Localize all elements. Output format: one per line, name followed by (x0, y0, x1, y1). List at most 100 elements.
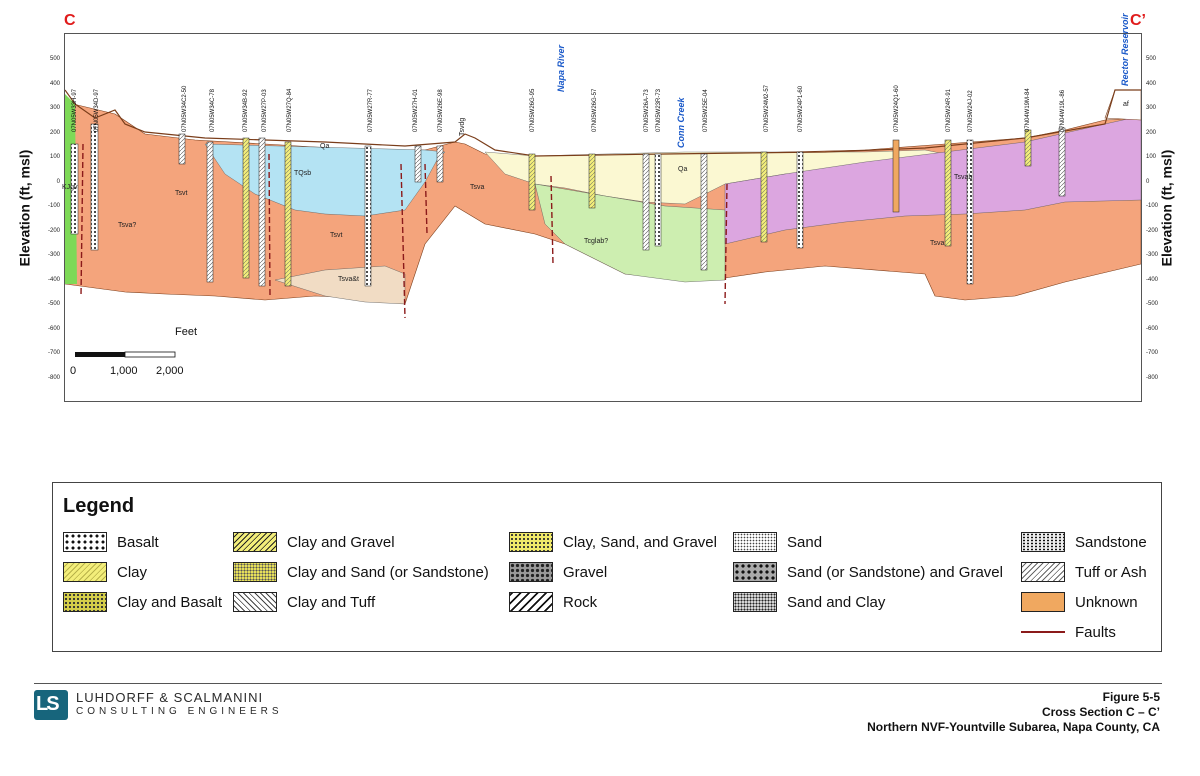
well-label: 07N05W27R-77 (368, 88, 374, 132)
legend-item: Clay and Sand (or Sandstone) (233, 561, 489, 583)
left-tick-label: 300 (49, 105, 60, 111)
unit-label: KJgv (62, 184, 78, 191)
legend-label: Rock (563, 593, 598, 611)
section-start-letter: C (64, 12, 76, 29)
feature-napa-river: Napa River (556, 44, 566, 92)
well-column (178, 133, 186, 165)
feature-conn-creek: Conn Creek (676, 97, 686, 148)
well-label: 07N05W24J-02 (968, 90, 974, 132)
footer-divider (34, 683, 1162, 684)
legend-label: Sand (787, 533, 823, 551)
left-tick-label: 400 (49, 80, 60, 87)
right-axis-title: Elevation (ft, msl) (1158, 149, 1175, 267)
well-label: 07N05W27P-03 (262, 89, 268, 132)
well-label: 07N05W24R-91 (946, 88, 952, 132)
fault-line (724, 183, 728, 305)
well-label: 07N05W26A-73 (644, 89, 650, 132)
legend-label: Unknown (1075, 593, 1138, 611)
right-tick-label: -600 (1146, 325, 1159, 332)
right-tick-label: 400 (1146, 80, 1157, 87)
legend-item: Gravel (509, 561, 607, 583)
legend-item: Clay and Basalt (63, 591, 222, 613)
scale-label-0: 0 (70, 365, 77, 377)
feature-rector-reservoir: Rector Reservoir (1120, 13, 1130, 86)
fault-line (400, 163, 406, 319)
right-tick-label: -800 (1146, 374, 1159, 381)
right-tick-label: -200 (1146, 227, 1159, 234)
left-tick-label: -600 (47, 325, 60, 332)
well-column (760, 151, 768, 243)
legend-swatch (509, 532, 553, 552)
unit-label: Tsva (930, 240, 945, 247)
legend-swatch (733, 532, 777, 552)
well-column (70, 143, 79, 235)
left-tick-label: 200 (49, 129, 60, 136)
well-column (892, 139, 900, 213)
legend-swatch (63, 592, 107, 612)
scale-bar-white-segment (124, 351, 176, 358)
well-column (90, 123, 99, 251)
well-label: 07N05W26G-95 (530, 88, 536, 132)
unit-label: Tcglab? (584, 238, 609, 245)
left-axis-title: Elevation (ft, msl) (16, 149, 33, 267)
unit-label: Tsva (470, 184, 485, 191)
legend-item: Clay (63, 561, 147, 583)
legend-label: Basalt (117, 533, 159, 551)
well-label: 07N05W23R-73 (656, 88, 662, 132)
well-label: 07N05W34C-78 (210, 88, 216, 132)
well-column (242, 137, 250, 279)
left-tick-label: 100 (49, 154, 60, 160)
well-column (642, 153, 650, 251)
legend-swatch (233, 532, 277, 552)
legend-label: Clay and Tuff (287, 593, 376, 611)
unit-tsvab (724, 115, 1142, 245)
legend-label: Tuff or Ash (1075, 563, 1147, 581)
legend-label: Clay and Basalt (117, 593, 223, 611)
well-label: 07N05W24M2-57 (764, 84, 770, 132)
cross-section-drawing (64, 89, 1142, 358)
well-label: 07N05W27H-01 (413, 88, 419, 132)
well-column (206, 141, 214, 283)
legend-item: Clay, Sand, and Gravel (509, 531, 717, 553)
legend-item: Faults (1021, 621, 1116, 643)
fault-line (80, 143, 84, 297)
legend-item: Sand (or Sandstone) and Gravel (733, 561, 1003, 583)
well-column (944, 139, 952, 247)
right-tick-label: -400 (1146, 276, 1159, 283)
legend-swatch (63, 532, 107, 552)
scale-bar-black-segment (75, 352, 125, 357)
legend-item: Sand (733, 531, 822, 553)
legend-swatch (1021, 592, 1065, 612)
well-label: 07N04W19L-86 (1060, 89, 1066, 132)
legend-swatch (733, 592, 777, 612)
legend-label: Clay and Gravel (287, 533, 395, 551)
left-tick-label: 0 (56, 178, 60, 185)
well-column (588, 153, 596, 209)
legend-item: Rock (509, 591, 597, 613)
well-column (414, 145, 422, 183)
well-label: 07N05W34B-92 (243, 89, 249, 132)
fault-lines (80, 143, 728, 319)
company-subtitle: CONSULTING ENGINEERS (76, 706, 283, 717)
well-label: 07N05W25E-04 (703, 89, 709, 132)
legend-swatch (1021, 562, 1065, 582)
well-label: 07N05W34C2-50 (182, 85, 188, 132)
legend-swatch (1021, 622, 1065, 642)
well-label: 07N05W27Q-84 (287, 88, 293, 132)
fault-line (268, 153, 271, 297)
well-label: 07N05W24P1-60 (798, 85, 804, 132)
unit-tsvat (274, 265, 406, 305)
well-column (796, 151, 804, 249)
well-label: 07N04W19M-84 (1025, 88, 1031, 132)
well-column (258, 137, 266, 287)
scale-bar (75, 351, 176, 358)
unit-label: TQsb (294, 170, 312, 177)
right-tick-label: -500 (1146, 301, 1159, 307)
company-name: LUHDORFF & SCALMANINI (76, 690, 264, 705)
well-column (654, 153, 662, 247)
section-end-letter: C’ (1130, 12, 1146, 29)
legend-item: Tuff or Ash (1021, 561, 1147, 583)
left-tick-label: -100 (47, 203, 60, 209)
unit-label: Tsva? (118, 222, 137, 229)
